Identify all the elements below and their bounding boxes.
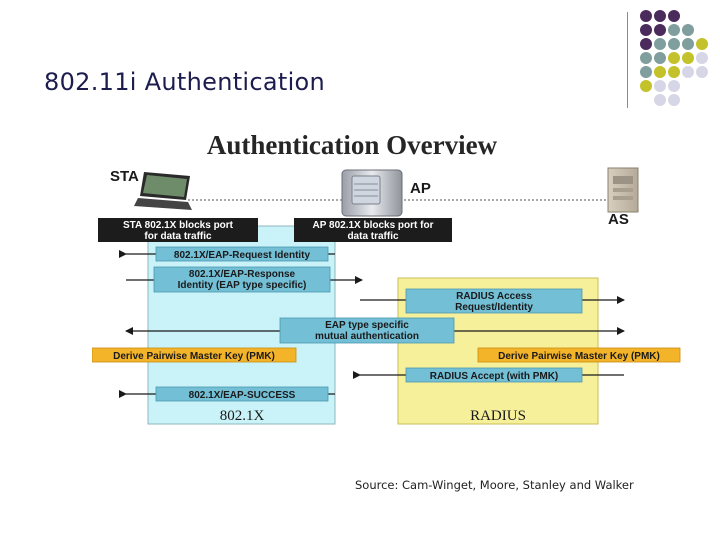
sta-block-box <box>98 218 258 242</box>
msg-response-identity-box <box>153 266 331 293</box>
sta-block-text-2: for data traffic <box>144 231 212 242</box>
msg-radius-access-2: Request/Identity <box>455 302 533 313</box>
ap-block-box <box>294 218 452 242</box>
entity-sta-label: STA <box>110 168 139 185</box>
msg-eap-success: 802.1X/EAP-SUCCESS <box>189 390 296 401</box>
decor-dot <box>640 24 652 36</box>
decor-dot <box>696 66 708 78</box>
title-divider <box>627 12 628 108</box>
decor-dot <box>654 38 666 50</box>
msg-derive-pmk-right-box <box>477 347 681 363</box>
decor-dot <box>654 24 666 36</box>
zone-radius-label: RADIUS <box>470 408 526 424</box>
decor-dot <box>668 80 680 92</box>
diagram-title: Authentication Overview <box>207 130 498 160</box>
decor-dot <box>668 10 680 22</box>
msg-radius-accept: RADIUS Accept (with PMK) <box>430 371 559 382</box>
msg-response-identity-2: Identity (EAP type specific) <box>178 280 307 291</box>
decor-dot <box>682 38 694 50</box>
decor-dot <box>640 10 652 22</box>
decor-dot <box>696 38 708 50</box>
zone-8021x-label: 802.1X <box>220 408 265 424</box>
decor-dot <box>696 52 708 64</box>
decor-dot <box>640 52 652 64</box>
decor-dot <box>654 66 666 78</box>
msg-radius-access-1: RADIUS Access <box>456 291 532 302</box>
decor-dot <box>682 66 694 78</box>
decor-dot <box>682 24 694 36</box>
ap-block-text-1: AP 802.1X blocks port for <box>313 220 434 231</box>
decor-dot <box>668 66 680 78</box>
msg-radius-access-box <box>405 288 583 314</box>
msg-radius-accept-box <box>405 367 583 383</box>
ap-block-text-2: data traffic <box>347 231 399 242</box>
decor-dot <box>668 94 680 106</box>
decor-dot <box>682 52 694 64</box>
msg-eap-mutual-1: EAP type specific <box>325 320 409 331</box>
decorative-dot-grid <box>640 10 720 110</box>
decor-dot <box>640 38 652 50</box>
msg-derive-pmk-right: Derive Pairwise Master Key (PMK) <box>498 351 660 362</box>
decor-dot <box>668 24 680 36</box>
msg-response-identity-1: 802.1X/EAP-Response <box>189 269 296 280</box>
decor-dot <box>668 38 680 50</box>
decor-dot <box>640 66 652 78</box>
msg-eap-mutual-2: mutual authentication <box>315 331 419 342</box>
entity-as-label: AS <box>608 211 629 228</box>
msg-derive-pmk-left: Derive Pairwise Master Key (PMK) <box>113 351 275 362</box>
decor-dot <box>654 52 666 64</box>
source-citation: Source: Cam-Winget, Moore, Stanley and W… <box>355 478 634 492</box>
laptop-icon <box>134 172 192 210</box>
authentication-server-icon <box>607 167 639 213</box>
decor-dot <box>654 80 666 92</box>
msg-eap-success-box <box>155 386 329 402</box>
msg-eap-mutual-box <box>279 317 455 344</box>
msg-derive-pmk-left-box <box>92 347 297 363</box>
entity-ap-label: AP <box>410 180 431 197</box>
msg-request-identity-box <box>155 246 329 262</box>
msg-request-identity: 802.1X/EAP-Request Identity <box>174 250 311 261</box>
decor-dot <box>654 10 666 22</box>
slide-title: 802.11i Authentication <box>44 68 326 96</box>
decor-dot <box>640 80 652 92</box>
decor-dot <box>654 94 666 106</box>
access-point-icon <box>341 169 403 217</box>
sta-block-text-1: STA 802.1X blocks port <box>123 220 234 231</box>
decor-dot <box>668 52 680 64</box>
authentication-overview-diagram: Authentication Overview STA AP AS STA 80… <box>92 130 681 425</box>
